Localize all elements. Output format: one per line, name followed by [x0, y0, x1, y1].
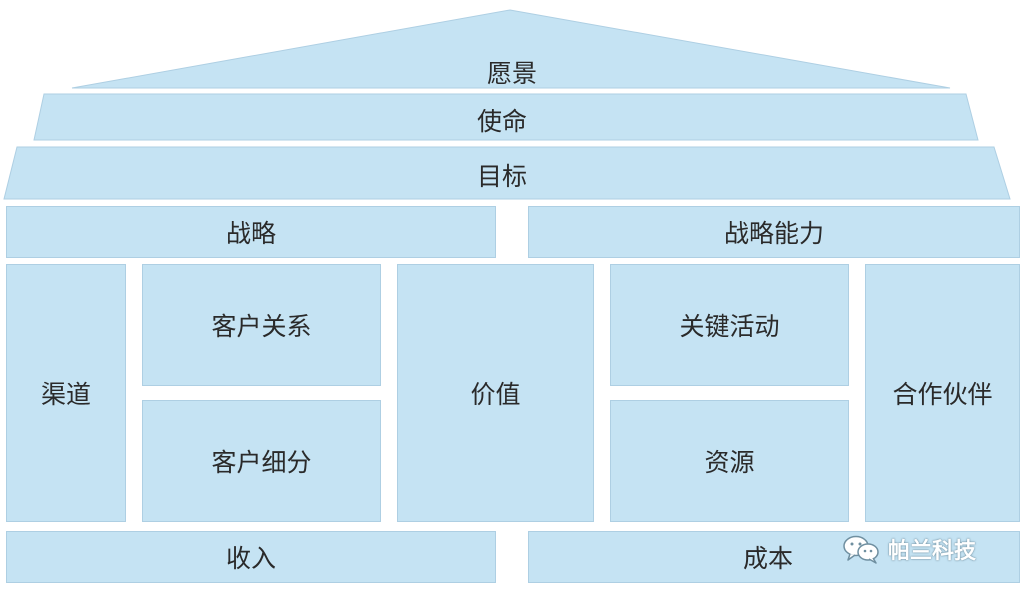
value-box: 价值: [397, 264, 594, 522]
strategic-capability-box: 战略能力: [528, 206, 1020, 258]
cost-box: 成本: [528, 531, 1020, 583]
key-activities-box: 关键活动: [610, 264, 849, 386]
resources-label: 资源: [704, 448, 755, 477]
partners-label: 合作伙伴: [892, 380, 993, 409]
customer-relationship-box: 客户关系: [142, 264, 381, 386]
watermark-text: 帕兰科技: [888, 539, 977, 564]
mission-band-shape: [33, 93, 979, 141]
goal-band-shape: [3, 146, 1011, 200]
partners-box: 合作伙伴: [865, 264, 1020, 522]
mission-label: 使命: [476, 107, 527, 136]
revenue-label: 收入: [225, 544, 276, 573]
vision-label: 愿景: [486, 59, 537, 88]
watermark: 帕兰科技: [842, 533, 976, 565]
customer-relationship-label: 客户关系: [211, 312, 312, 341]
goal-label: 目标: [476, 162, 527, 191]
channel-label: 渠道: [40, 380, 91, 409]
strategic-capability-label: 战略能力: [723, 219, 824, 248]
resources-box: 资源: [610, 400, 849, 522]
strategy-label: 战略: [225, 219, 276, 248]
value-label: 价值: [470, 380, 521, 409]
wechat-icon: [843, 535, 879, 564]
customer-segment-box: 客户细分: [142, 400, 381, 522]
strategy-box: 战略: [6, 206, 496, 258]
channel-box: 渠道: [6, 264, 126, 522]
customer-segment-label: 客户细分: [211, 448, 312, 477]
roof-vision-shape: [71, 9, 951, 89]
cost-label: 成本: [743, 544, 794, 573]
revenue-box: 收入: [6, 531, 496, 583]
key-activities-label: 关键活动: [679, 312, 780, 341]
